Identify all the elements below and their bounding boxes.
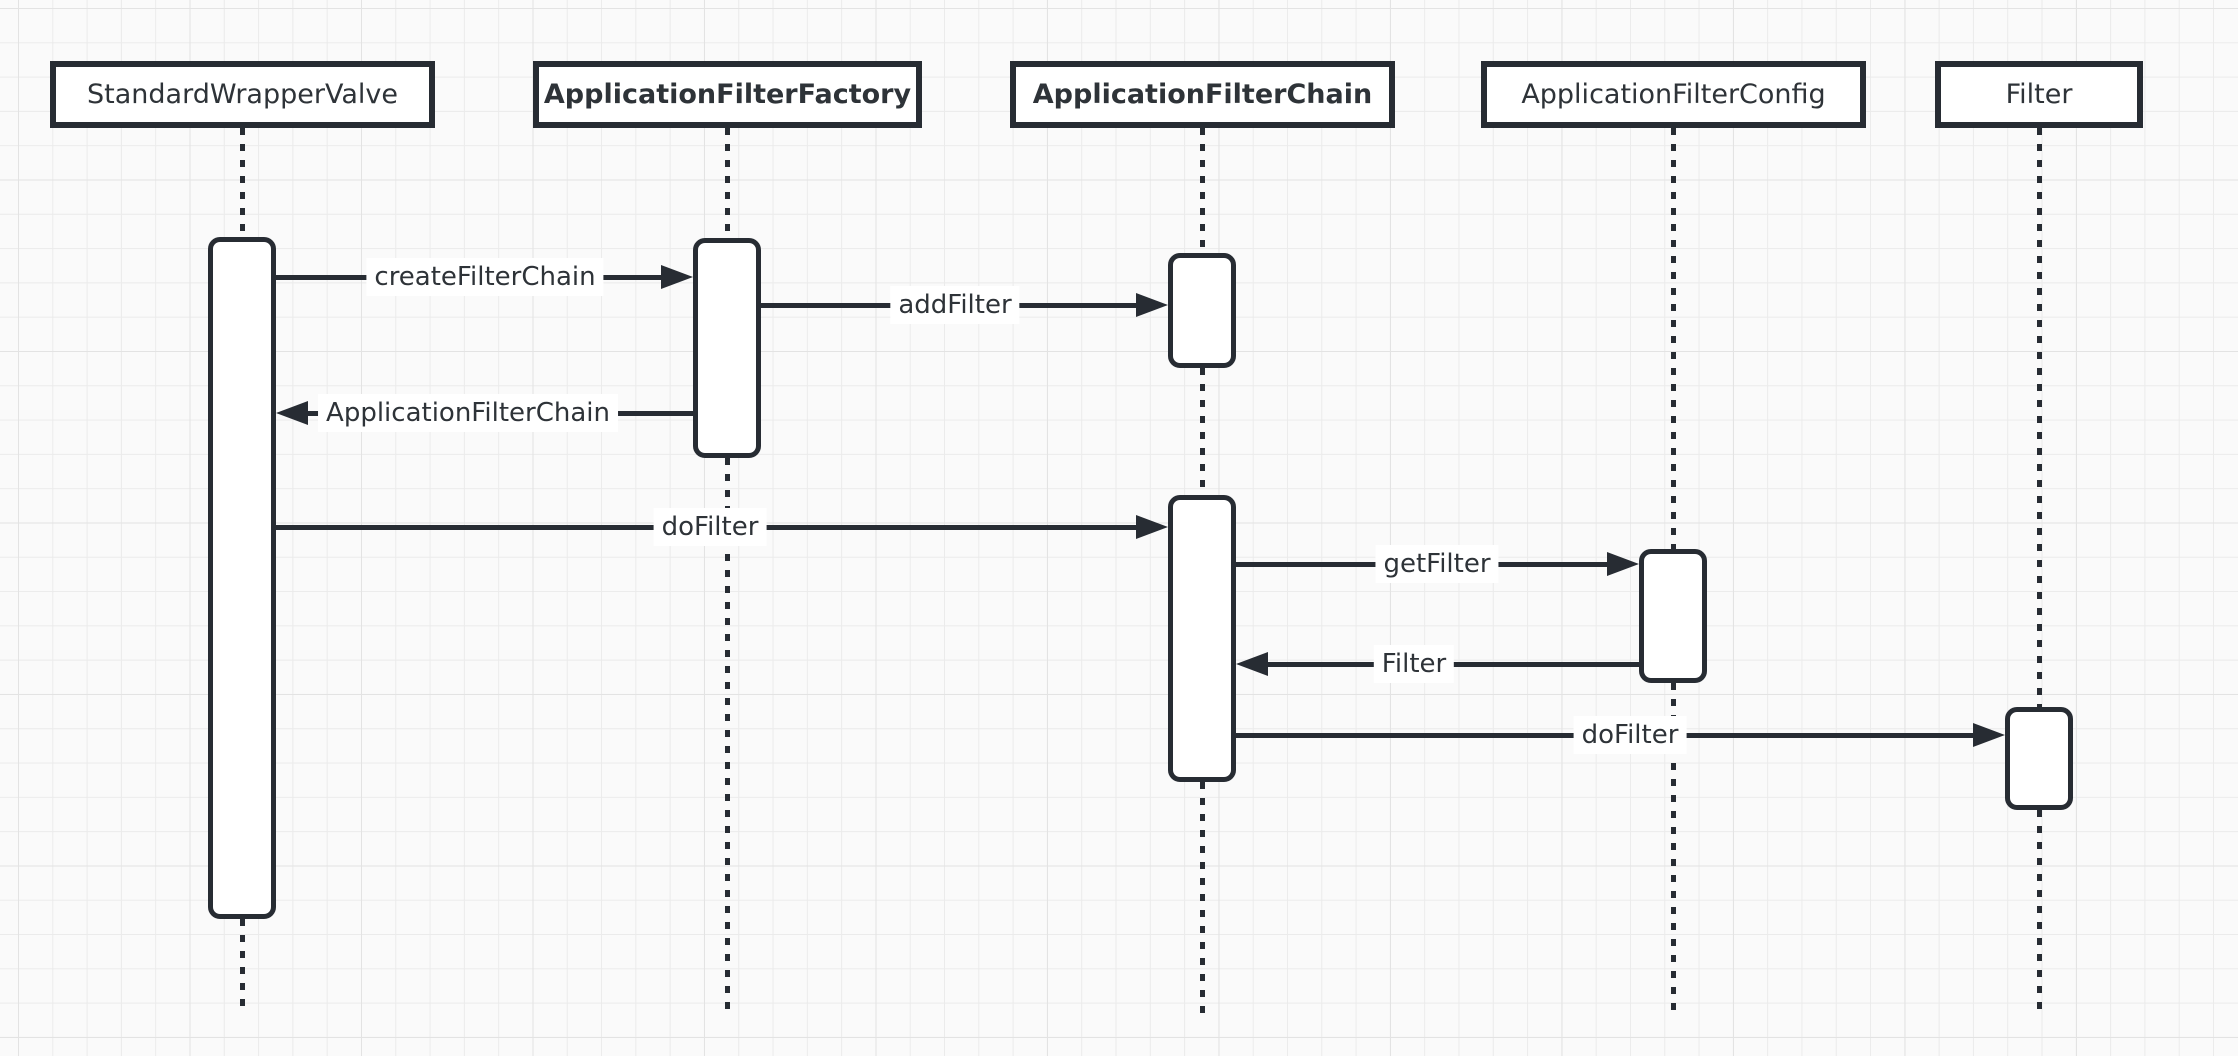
message-label: ApplicationFilterChain xyxy=(318,394,618,432)
arrowhead-right-icon xyxy=(1607,552,1639,576)
message-label: doFilter xyxy=(1573,716,1687,754)
message-label: addFilter xyxy=(890,286,1020,324)
participant-label: ApplicationFilterChain xyxy=(1032,79,1373,110)
lifeline-segment xyxy=(1200,128,1205,253)
activation-bar xyxy=(208,237,276,919)
arrowhead-left-icon xyxy=(1236,652,1268,676)
participant-label: StandardWrapperValve xyxy=(87,79,398,110)
lifeline-segment xyxy=(240,128,245,237)
participant-header-applicationfilterfactory: ApplicationFilterFactory xyxy=(533,61,922,128)
message-label: doFilter xyxy=(653,508,767,546)
message-label: Filter xyxy=(1373,645,1455,683)
lifeline-segment xyxy=(2037,810,2042,1013)
message-label: createFilterChain xyxy=(366,258,604,296)
activation-bar xyxy=(1168,253,1236,368)
arrowhead-right-icon xyxy=(661,265,693,289)
activation-bar xyxy=(2005,707,2073,810)
arrowhead-right-icon xyxy=(1973,723,2005,747)
arrowhead-right-icon xyxy=(1136,293,1168,317)
lifeline-segment xyxy=(1671,128,1676,549)
activation-bar xyxy=(1639,549,1707,683)
lifeline-segment xyxy=(1200,782,1205,1013)
participant-label: ApplicationFilterConfig xyxy=(1521,79,1826,110)
participant-header-filter: Filter xyxy=(1935,61,2143,128)
message-label: getFilter xyxy=(1375,545,1499,583)
arrowhead-left-icon xyxy=(276,401,308,425)
activation-bar xyxy=(1168,495,1236,782)
lifeline-segment xyxy=(725,458,730,1013)
lifeline-segment xyxy=(1200,368,1205,495)
participant-label: Filter xyxy=(2005,79,2073,110)
lifeline-segment xyxy=(1671,683,1676,1013)
lifeline-segment xyxy=(725,128,730,238)
arrowhead-right-icon xyxy=(1136,515,1168,539)
participant-header-standardwrappervalve: StandardWrapperValve xyxy=(50,61,435,128)
participant-header-applicationfilterchain: ApplicationFilterChain xyxy=(1010,61,1395,128)
activation-bar xyxy=(693,238,761,458)
participant-header-applicationfilterconfig: ApplicationFilterConfig xyxy=(1481,61,1866,128)
participant-label: ApplicationFilterFactory xyxy=(543,79,912,110)
lifeline-segment xyxy=(240,919,245,1013)
lifeline-segment xyxy=(2037,128,2042,707)
